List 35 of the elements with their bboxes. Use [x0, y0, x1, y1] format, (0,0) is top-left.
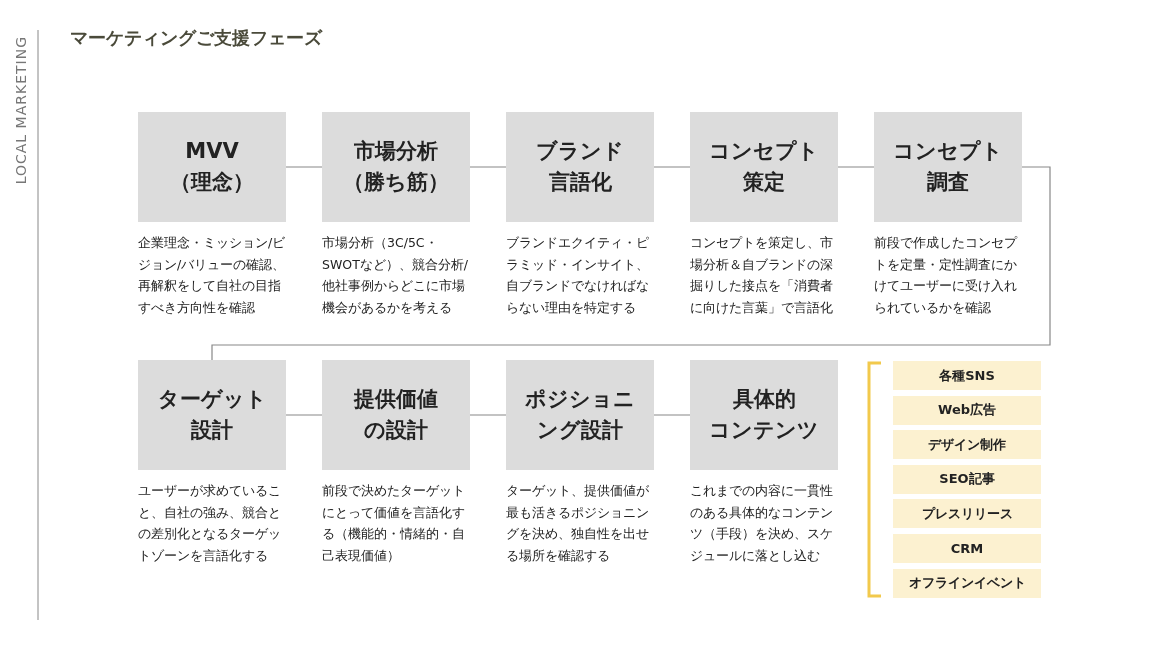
channel-box: 各種SNS: [893, 361, 1041, 390]
channel-box: Web広告: [893, 395, 1041, 425]
description-text: 前段で決めたターゲットにとって価値を言語化する（機能的・情緒的・自己表現価値）: [322, 482, 466, 565]
step-box: 市場分析（勝ち筋）: [322, 112, 470, 222]
connector-line: [469, 414, 507, 416]
page-title: マーケティングご支援フェーズ: [70, 26, 322, 50]
description-text: 企業理念・ミッション/ビジョン/バリューの確認、再解釈をして自社の目指すべき方向性を確認: [138, 234, 287, 317]
step-box: ターゲット設計: [138, 360, 286, 470]
channel-box: プレスリリース: [893, 499, 1041, 529]
step-box: MVV（理念）: [138, 112, 286, 222]
step-box: 具体的コンテンツ: [690, 360, 838, 470]
step-box: 提供価値の設計: [322, 360, 470, 470]
description-text: これまでの内容に一貫性のある具体的なコンテンツ（手段）を決め、スケジュールに落とし込む: [690, 482, 834, 565]
description-text: コンセプトを策定し、市場分析＆自ブランドの深掘りした接点を「消費者に向けた言葉」で言語化: [690, 234, 834, 317]
step-box: ポジショニング設計: [506, 360, 654, 470]
description-text: 前段で作成したコンセプトを定量・定性調査にかけてユーザーに受け入れられているかを確認: [874, 234, 1019, 317]
connector-line: [285, 166, 323, 168]
connector-line: [469, 166, 507, 168]
description-text: ユーザーが求めていること、自社の強み、競合との差別化となるターゲットゾーンを言語化する: [138, 482, 282, 565]
step-box: コンセプト策定: [690, 112, 838, 222]
connector-line: [653, 414, 691, 416]
step-box: ブランド言語化: [506, 112, 654, 222]
channel-box: CRM: [893, 534, 1041, 563]
connector-line: [653, 166, 691, 168]
connector-line: [837, 166, 875, 168]
channel-box: SEO記事: [893, 464, 1041, 494]
channel-box: オフラインイベント: [893, 568, 1041, 598]
description-text: ブランドエクイティ・ピラミッド・インサイト、自ブランドでなければならない理由を特定する: [506, 234, 650, 317]
description-text: ターゲット、提供価値が最も活きるポジショニングを決め、独自性を出せる場所を確認する: [506, 482, 650, 565]
channel-box: デザイン制作: [893, 430, 1041, 460]
step-box: コンセプト調査: [874, 112, 1022, 222]
connector-line: [285, 414, 323, 416]
description-text: 市場分析（3C/5C・SWOTなど）、競合分析/他社事例からどこに市場機会があるかを考える: [322, 234, 469, 317]
connector-line: [211, 166, 1051, 361]
vertical-label: LOCAL MARKETING: [13, 36, 29, 185]
